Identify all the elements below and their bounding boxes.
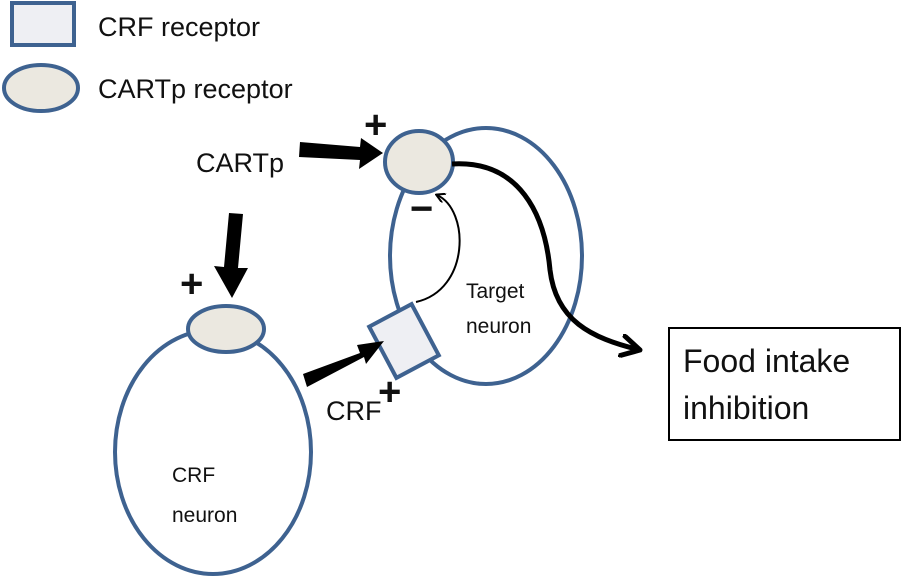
cartp-to-crf-neuron-arrow [214,213,248,298]
crf-plus-sign: + [378,370,401,414]
crf-neuron-cartp-receptor [186,304,266,354]
crf-neuron-label-line2: neuron [172,504,237,527]
target-neuron-label-line2: neuron [466,315,531,338]
legend-cartp-receptor-swatch [2,63,80,113]
crf-neuron-body [113,328,313,576]
crf-neuron-cartp-plus-sign: + [180,262,203,306]
target-neuron-label-line1: Target [466,280,525,303]
feedback-minus-sign: − [410,187,433,231]
target-to-outcome-arrow [451,161,640,350]
crf-label: CRF [326,396,382,426]
legend-cartp-receptor-label: CARTp receptor [98,74,293,104]
outcome-label-line1: Food intake [683,343,850,379]
outcome-box: Food intake inhibition [668,327,901,441]
legend: CRF receptor CARTp receptor [2,1,293,113]
target-neuron-body [388,126,584,386]
target-cartp-receptor [383,129,455,195]
target-cartp-plus-sign: + [364,103,387,147]
feedback-inhibition-arrow [415,195,461,303]
legend-crf-receptor-swatch [10,1,76,47]
target-crf-receptor [366,301,442,381]
cartp-to-target-arrow [299,138,383,169]
crf-to-target-arrow [303,341,384,387]
crf-neuron-label-line1: CRF [172,464,215,487]
outcome-label-line2: inhibition [683,390,809,426]
cartp-label: CARTp [196,148,284,178]
legend-crf-receptor-label: CRF receptor [98,12,260,42]
